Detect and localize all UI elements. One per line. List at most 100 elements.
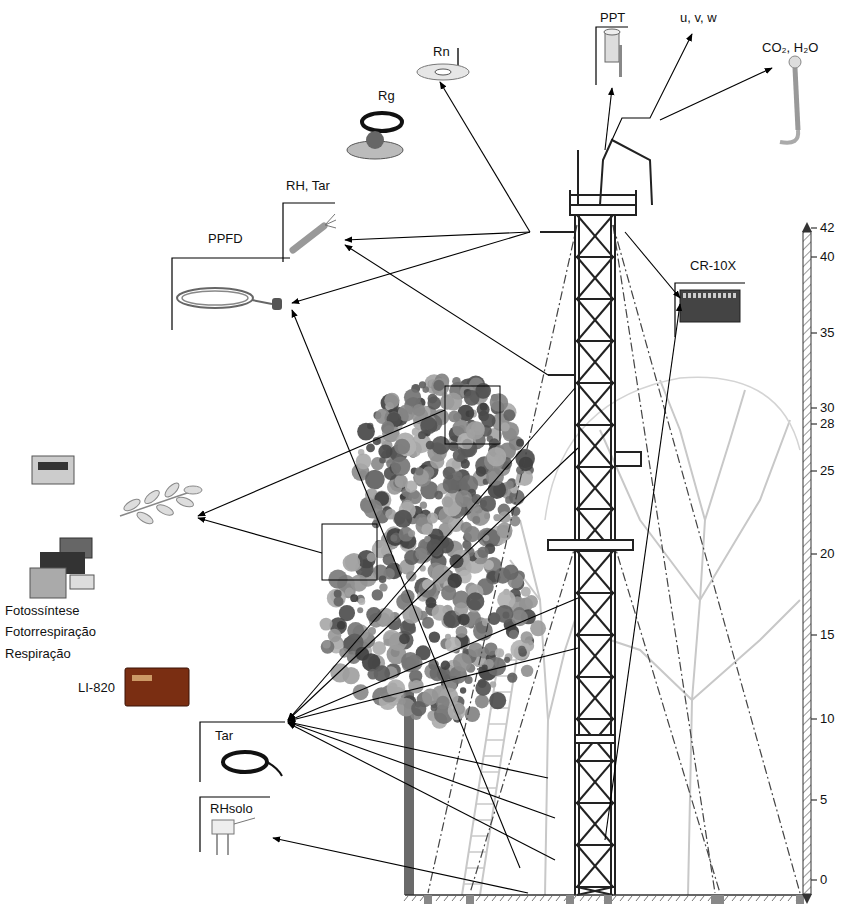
- height-scale: [802, 222, 817, 904]
- canopy-foliage: [482, 664, 488, 670]
- canopy-foliage: [327, 589, 346, 608]
- tower-platform: [615, 452, 641, 466]
- canopy-foliage: [334, 590, 342, 598]
- scale-tick: [811, 227, 817, 228]
- canopy-foliage: [321, 640, 335, 654]
- sensor-cable: [252, 300, 272, 304]
- canopy-foliage: [490, 393, 509, 412]
- canopy-foliage: [477, 546, 489, 558]
- leaf-instrument: [32, 456, 74, 484]
- canopy-foliage: [356, 454, 372, 470]
- canopy-foliage: [486, 468, 504, 486]
- datalogger-terminal: [718, 293, 721, 298]
- sample-frame: [445, 386, 500, 444]
- ground-hatch: [636, 896, 640, 901]
- scale-tick: [811, 470, 817, 471]
- soil-probe: [212, 820, 234, 834]
- guy-wire: [470, 540, 577, 893]
- ground-hatch: [580, 896, 584, 901]
- canopy-foliage: [367, 669, 378, 680]
- canopy-foliage: [419, 381, 426, 388]
- canopy-foliage: [410, 680, 423, 693]
- canopy-foliage: [480, 403, 488, 411]
- datalogger-terminal: [708, 293, 711, 298]
- tower-brace: [575, 256, 615, 258]
- canopy-foliage: [441, 661, 450, 670]
- leader-arrow: [273, 838, 528, 893]
- canopy-foliage: [366, 444, 375, 453]
- tower-brace: [577, 257, 613, 299]
- leader-arrow: [292, 232, 530, 303]
- datalogger-terminal: [733, 293, 736, 298]
- ladder-rung: [471, 835, 489, 837]
- tower-brace: [577, 761, 613, 803]
- datalogger-terminal: [683, 293, 686, 298]
- leader-arrow: [292, 310, 520, 868]
- canopy-foliage: [472, 516, 480, 524]
- canopy-foliage: [447, 574, 461, 588]
- canopy-foliage: [395, 475, 408, 488]
- leaf: [135, 510, 155, 526]
- leaf: [143, 488, 162, 506]
- scale-number: 35: [820, 325, 834, 341]
- gas-exchange-system: [30, 568, 66, 598]
- leader-arrow: [605, 304, 680, 840]
- anchor-block: [604, 895, 612, 904]
- tower-brace: [577, 845, 613, 887]
- tower-brace: [577, 551, 613, 593]
- scale-number: 10: [820, 711, 834, 727]
- gas-analyzer-mount: [780, 130, 798, 143]
- tower-brace: [575, 298, 615, 300]
- canopy-foliage: [350, 574, 367, 591]
- canopy-foliage: [525, 595, 538, 608]
- ground-hatch: [596, 896, 600, 901]
- background-tree-branch: [610, 640, 692, 700]
- canopy-foliage: [448, 411, 460, 423]
- canopy-foliage: [415, 467, 423, 475]
- ground-hatch: [756, 896, 760, 901]
- rain-gauge-funnel: [604, 29, 620, 35]
- leader-arrow: [605, 88, 612, 150]
- canopy-foliage: [449, 441, 459, 451]
- scale-tick: [811, 256, 817, 257]
- ground-hatch: [556, 896, 560, 901]
- ground-hatch: [788, 896, 792, 901]
- scale-arrow: [802, 222, 812, 232]
- canopy-foliage: [320, 618, 333, 631]
- canopy-foliage: [390, 534, 397, 541]
- tower-brace: [577, 467, 613, 509]
- leaf: [155, 503, 175, 518]
- tower: [540, 140, 652, 895]
- canopy-foliage: [328, 629, 341, 642]
- frame-bracket: [172, 258, 290, 330]
- instrument-label: PPFD: [208, 231, 243, 247]
- tower-brace: [577, 215, 613, 257]
- anchor-block: [466, 895, 474, 904]
- scale-number: 28: [820, 416, 834, 432]
- ground-hatch: [588, 896, 592, 901]
- datalogger-terminal: [698, 293, 701, 298]
- datalogger: [680, 290, 740, 322]
- canopy-foliage: [475, 694, 489, 708]
- tower-brace: [577, 215, 613, 257]
- probe-wire: [325, 214, 335, 225]
- canopy-foliage: [357, 423, 375, 441]
- scale-bar: [803, 232, 811, 894]
- canopy-foliage: [425, 597, 436, 608]
- canopy-foliage: [422, 617, 434, 629]
- tower-brace: [577, 635, 613, 677]
- canopy-foliage: [458, 614, 470, 626]
- leader-arrow: [288, 723, 555, 860]
- scale-number: 42: [820, 220, 834, 236]
- scale-tick: [811, 799, 817, 800]
- tower-brace: [575, 760, 615, 762]
- scale-tick: [811, 332, 817, 333]
- canopy-foliage: [334, 597, 344, 607]
- leader-arrow: [440, 82, 530, 232]
- probe-wire: [325, 225, 336, 228]
- tree: [320, 374, 546, 895]
- ground-hatch: [676, 896, 680, 901]
- gas-analyzer-head: [789, 56, 801, 68]
- ground-hatch: [748, 896, 752, 901]
- background-tree-branch: [700, 420, 790, 600]
